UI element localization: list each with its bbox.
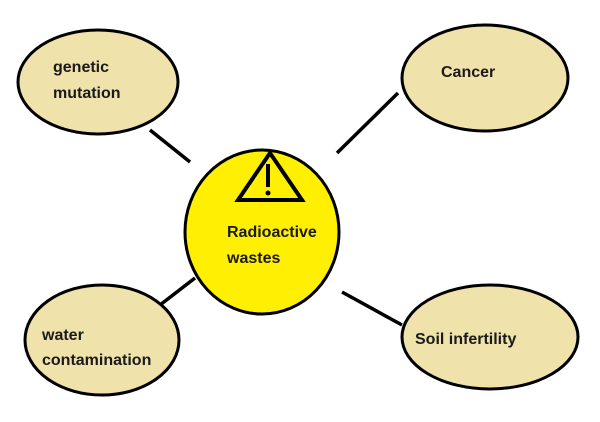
node-cancer: Cancer (400, 23, 570, 133)
connector-cancer (335, 91, 400, 155)
connector-soil (341, 290, 403, 327)
genetic-label-1: genetic (53, 59, 109, 76)
node-genetic-mutation: genetic mutation (16, 28, 180, 136)
center-label-1: Radioactive (227, 224, 317, 241)
warning-triangle-icon (234, 149, 306, 202)
soil-label: Soil infertility (415, 331, 516, 348)
water-label-2: contamination (42, 352, 151, 369)
genetic-label-2: mutation (53, 85, 121, 102)
connector-genetic (148, 128, 192, 164)
water-label-1: water (41, 327, 84, 344)
node-water-contamination: water contamination (23, 283, 181, 397)
node-radioactive-wastes: Radioactive wastes (183, 148, 341, 316)
center-label-2: wastes (226, 250, 280, 267)
connector-water (158, 276, 197, 307)
cancer-label: Cancer (441, 64, 495, 81)
node-soil-infertility: Soil infertility (400, 283, 580, 391)
